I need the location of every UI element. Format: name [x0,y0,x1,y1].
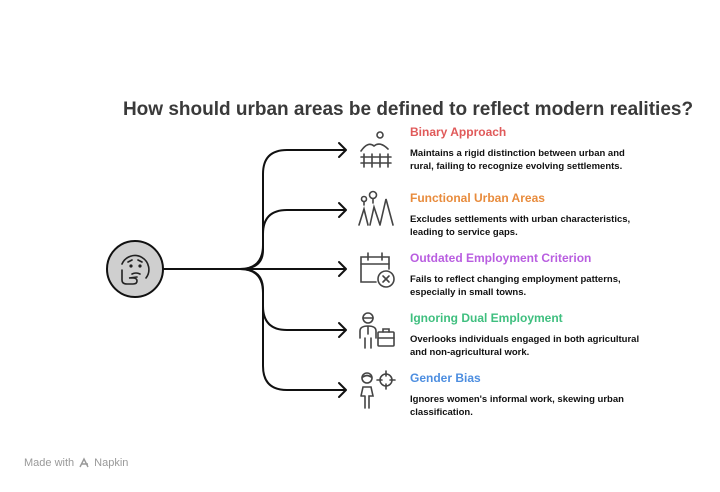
landscape-fence-icon [360,131,392,168]
map-pins-trees-icon [358,190,394,226]
item-description: Ignores women's informal work, skewing u… [410,394,624,418]
arrowhead-3 [338,261,347,277]
item-heading: Gender Bias [410,371,481,385]
item-binary-approach: Binary Approach Maintains a rigid distin… [410,125,640,173]
woman-target-icon [360,370,396,409]
branch-4 [239,268,346,331]
item-heading: Functional Urban Areas [410,191,545,205]
napkin-logo-icon [79,457,89,468]
made-with-napkin[interactable]: Made with Napkin [24,457,128,469]
arrowhead-4 [338,322,347,338]
item-heading: Binary Approach [410,125,507,139]
item-outdated-employment-criterion: Outdated Employment Criterion Fails to r… [410,251,640,299]
branch-5 [239,268,346,391]
diagram-title: How should urban areas be defined to ref… [122,99,694,120]
item-functional-urban-areas: Functional Urban Areas Excludes settleme… [410,191,640,239]
item-description: Fails to reflect changing employment pat… [410,274,621,298]
thinking-face-icon [106,240,164,298]
item-description: Excludes settlements with urban characte… [410,214,631,238]
calendar-cancel-icon [360,252,395,288]
branch-2 [239,209,346,270]
made-with-label: Made with [24,457,75,469]
item-heading: Outdated Employment Criterion [410,251,592,265]
item-ignoring-dual-employment: Ignoring Dual Employment Overlooks indiv… [410,311,640,359]
arrowhead-1 [338,142,347,158]
item-description: Maintains a rigid distinction between ur… [410,148,625,172]
worker-briefcase-icon [359,312,395,349]
arrowhead-5 [338,382,347,398]
item-heading: Ignoring Dual Employment [410,311,563,325]
arrowhead-2 [338,202,347,218]
item-description: Overlooks individuals engaged in both ag… [410,334,640,358]
item-gender-bias: Gender Bias Ignores women's informal wor… [410,371,640,419]
napkin-brand: Napkin [94,457,129,469]
